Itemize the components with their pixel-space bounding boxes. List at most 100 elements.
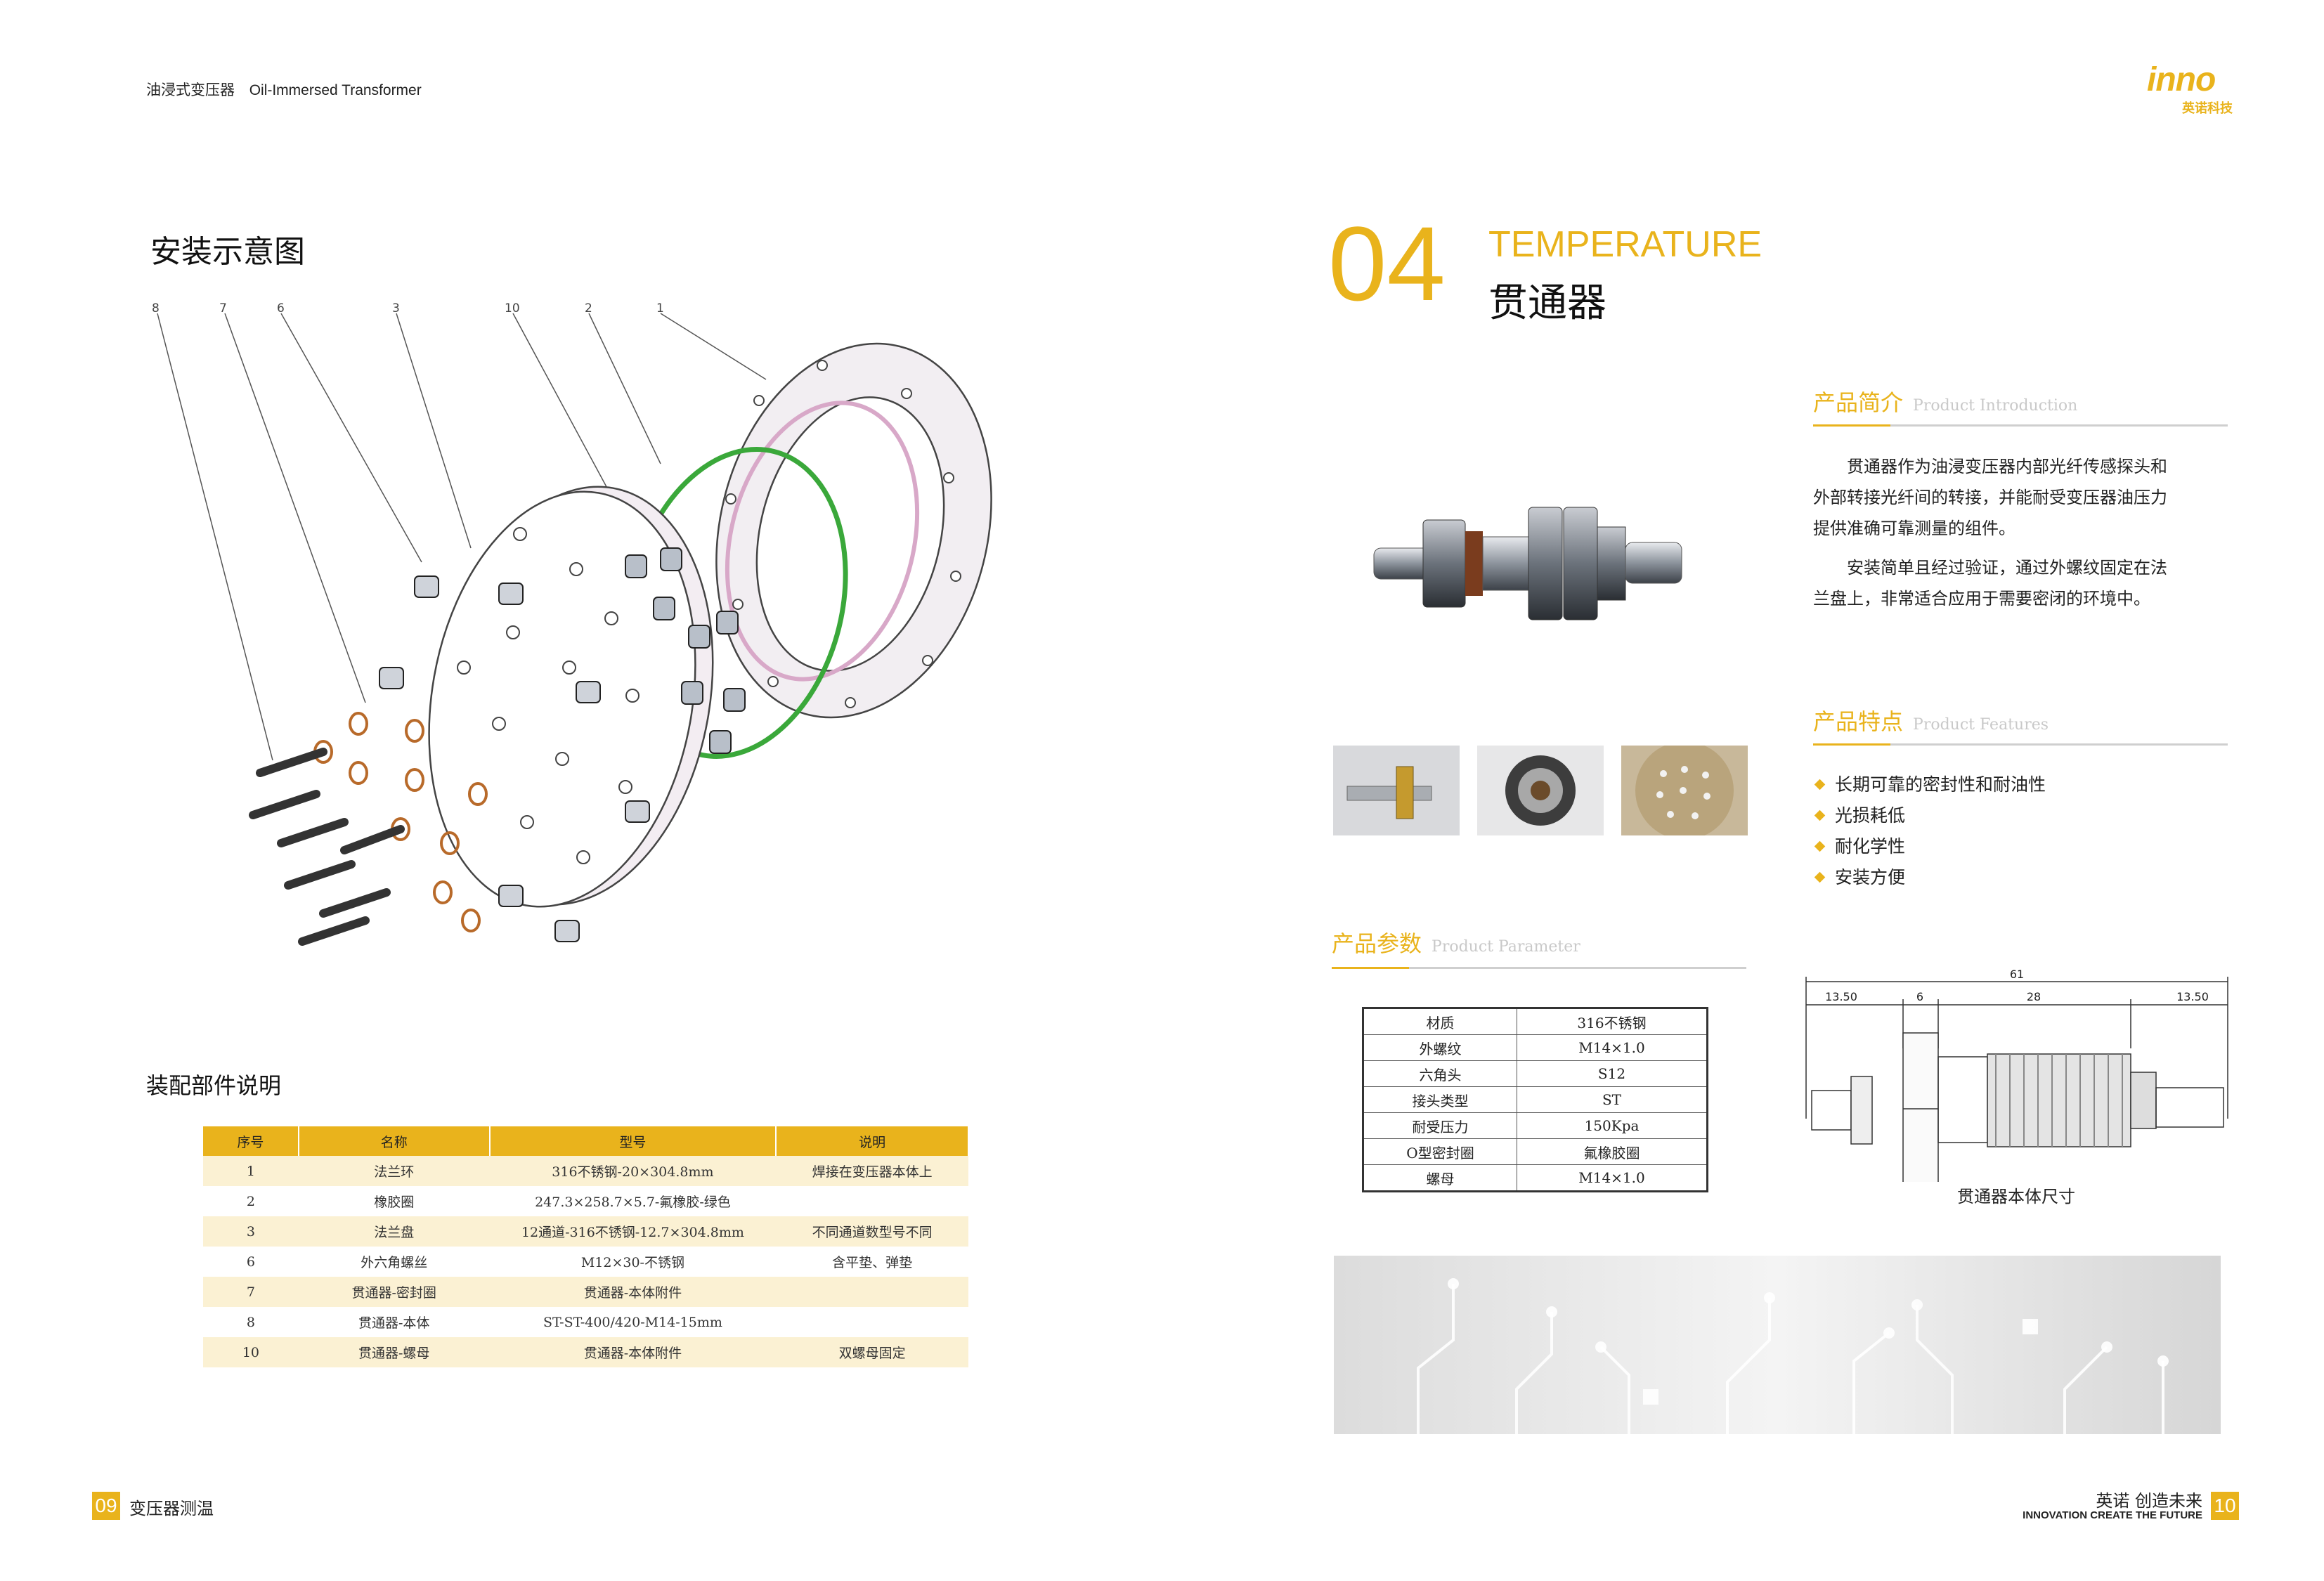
intro-paragraph-1: 贯通器作为油浸变压器内部光纤传感探头和外部转接光纤间的转接，并能耐受变压器油压力… bbox=[1813, 457, 2167, 538]
diamond-bullet-icon bbox=[1814, 840, 1826, 852]
cell: 法兰盘 bbox=[298, 1216, 490, 1247]
feature-text: 光损耗低 bbox=[1835, 805, 1906, 826]
table-row: 6 外六角螺丝 M12×30-不锈钢 含平垫、弹垫 bbox=[203, 1247, 968, 1277]
cell: 贯通器-螺母 bbox=[298, 1337, 490, 1367]
parameters-heading-en: Product Parameter bbox=[1432, 938, 1580, 956]
cell: 贯通器-本体 bbox=[298, 1307, 490, 1337]
dim-seg2: 6 bbox=[1916, 990, 1923, 1003]
cell: 橡胶圈 bbox=[298, 1186, 490, 1216]
logo-wordmark: inno bbox=[2147, 61, 2216, 98]
param-value: M14×1.0 bbox=[1517, 1034, 1708, 1061]
cell bbox=[776, 1277, 968, 1307]
list-item: 耐化学性 bbox=[1813, 831, 2046, 862]
col-header-name: 名称 bbox=[298, 1126, 491, 1156]
feedthrough-bodies bbox=[249, 748, 405, 946]
diamond-bullet-icon bbox=[1814, 809, 1826, 821]
hex-bolts bbox=[379, 575, 650, 942]
param-key: 耐受压力 bbox=[1363, 1112, 1517, 1139]
features-heading: 产品特点 Product Features bbox=[1813, 704, 2049, 736]
param-key: 螺母 bbox=[1363, 1164, 1517, 1192]
diamond-bullet-icon bbox=[1814, 871, 1826, 883]
section-title-cn: 贯通器 bbox=[1488, 280, 1606, 326]
features-divider bbox=[1813, 743, 2228, 746]
diamond-bullet-icon bbox=[1814, 779, 1826, 790]
circuit-banner-image bbox=[1334, 1256, 2221, 1434]
features-list: 长期可靠的密封性和耐油性 光损耗低 耐化学性 安装方便 bbox=[1813, 769, 2046, 893]
table-row: 3 法兰盘 12通道-316不锈钢-12.7×304.8mm 不同通道数型号不同 bbox=[203, 1216, 968, 1247]
feature-text: 长期可靠的密封性和耐油性 bbox=[1835, 774, 2046, 795]
table-row: 2 橡胶圈 247.3×258.7×5.7-氟橡胶-绿色 bbox=[203, 1186, 968, 1216]
feature-text: 安装方便 bbox=[1835, 867, 1906, 887]
col-header-index: 序号 bbox=[203, 1126, 299, 1156]
feedthrough-product-photo bbox=[1373, 507, 1682, 620]
cell: 双螺母固定 bbox=[776, 1337, 968, 1367]
callout-6: 6 bbox=[277, 302, 285, 315]
cell: 2 bbox=[203, 1186, 299, 1216]
cell: 1 bbox=[203, 1156, 299, 1186]
brand-logo: inno 英诺科技 bbox=[2147, 60, 2245, 117]
cell: 法兰环 bbox=[298, 1156, 490, 1186]
cell: 贯通器-本体附件 bbox=[489, 1277, 777, 1307]
param-key: 材质 bbox=[1363, 1008, 1517, 1035]
table-row: 8 贯通器-本体 ST-ST-400/420-M14-15mm bbox=[203, 1307, 968, 1337]
callout-1: 1 bbox=[656, 302, 664, 315]
cell: 316不锈钢-20×304.8mm bbox=[489, 1156, 777, 1186]
param-value: 氟橡胶圈 bbox=[1517, 1138, 1708, 1165]
section-title-en: TEMPERATURE bbox=[1488, 224, 1763, 265]
header-publication-title: 油浸式变压器 Oil-Immersed Transformer bbox=[146, 79, 422, 100]
parts-description-title: 装配部件说明 bbox=[146, 1072, 282, 1099]
parameters-divider bbox=[1332, 967, 1746, 969]
param-key: O型密封圈 bbox=[1363, 1138, 1517, 1165]
cell: 焊接在变压器本体上 bbox=[776, 1156, 968, 1186]
exploded-assembly-drawing: 8 7 6 3 10 2 1 bbox=[152, 302, 992, 946]
cell: 247.3×258.7×5.7-氟橡胶-绿色 bbox=[489, 1186, 777, 1216]
param-value: 316不锈钢 bbox=[1517, 1008, 1708, 1035]
intro-divider bbox=[1813, 424, 2228, 427]
cell: 12通道-316不锈钢-12.7×304.8mm bbox=[489, 1216, 777, 1247]
callout-7: 7 bbox=[219, 302, 227, 315]
features-heading-cn: 产品特点 bbox=[1813, 708, 1904, 735]
leader-lines bbox=[157, 313, 767, 761]
header-title-en: Oil-Immersed Transformer bbox=[249, 82, 422, 98]
col-header-model: 型号 bbox=[489, 1126, 777, 1156]
list-item: 安装方便 bbox=[1813, 862, 2046, 893]
hex-nuts bbox=[625, 547, 746, 754]
cell: 7 bbox=[203, 1277, 299, 1307]
param-key: 接头类型 bbox=[1363, 1086, 1517, 1113]
header-title-cn: 油浸式变压器 bbox=[146, 82, 235, 98]
callout-10: 10 bbox=[505, 302, 520, 315]
intro-paragraph-2: 安装简单且经过验证，通过外螺纹固定在法兰盘上，非常适合应用于需要密闭的环境中。 bbox=[1813, 558, 2167, 609]
footer-left-title: 变压器测温 bbox=[129, 1499, 214, 1518]
cell: 10 bbox=[203, 1337, 299, 1367]
parts-table: 序号 名称 型号 说明 1 法兰环 316不锈钢-20×304.8mm 焊接在变… bbox=[203, 1126, 969, 1367]
intro-heading: 产品简介 Product Introduction bbox=[1813, 385, 2077, 417]
param-value: ST bbox=[1517, 1086, 1708, 1113]
param-value: S12 bbox=[1517, 1060, 1708, 1087]
table-row: 10 贯通器-螺母 贯通器-本体附件 双螺母固定 bbox=[203, 1337, 968, 1367]
callout-2: 2 bbox=[585, 302, 592, 315]
cell: 不同通道数型号不同 bbox=[776, 1216, 968, 1247]
intro-heading-en: Product Introduction bbox=[1913, 397, 2078, 415]
installation-diagram-title: 安装示意图 bbox=[150, 234, 305, 270]
cell: 3 bbox=[203, 1216, 299, 1247]
cell: M12×30-不锈钢 bbox=[489, 1247, 777, 1277]
param-value: M14×1.0 bbox=[1517, 1164, 1708, 1192]
list-item: 光损耗低 bbox=[1813, 800, 2046, 831]
table-row: 1 法兰环 316不锈钢-20×304.8mm 焊接在变压器本体上 bbox=[203, 1156, 968, 1186]
features-heading-en: Product Features bbox=[1913, 716, 2049, 734]
product-thumbnail-flange bbox=[1621, 746, 1748, 835]
page-number-left: 09 bbox=[92, 1492, 120, 1520]
intro-heading-cn: 产品简介 bbox=[1813, 389, 1904, 416]
cell bbox=[776, 1186, 968, 1216]
parts-table-header: 序号 名称 型号 说明 bbox=[203, 1126, 969, 1156]
product-thumbnail-end bbox=[1477, 746, 1604, 835]
param-key: 六角头 bbox=[1363, 1060, 1517, 1087]
